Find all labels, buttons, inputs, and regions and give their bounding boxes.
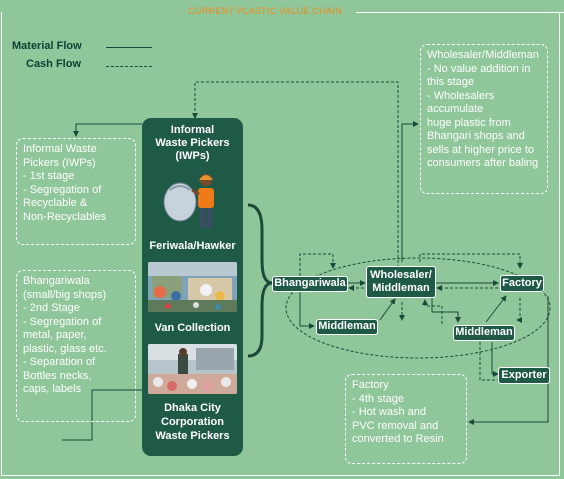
- collection-brace: [247, 203, 273, 358]
- wholesaler-note-line: - No value addition in: [427, 62, 531, 75]
- dhaka-pickers-photo: [148, 344, 237, 394]
- factory-note-line: PVC removal and: [352, 419, 439, 432]
- bhangariwala-note-line: Bhangariwala: [23, 275, 90, 287]
- factory-note-line: - 4th stage: [352, 392, 404, 405]
- node-middleman-1: Middleman: [316, 319, 378, 335]
- van-collection-label: Van Collection: [154, 322, 231, 334]
- bhangariwala-note: Bhangariwala (small/big shops) - 2nd Sta…: [16, 270, 136, 422]
- factory-note-line: converted to Resin: [352, 433, 444, 445]
- waste-picker-icon: [163, 174, 214, 228]
- van-collection-photo: [148, 262, 237, 312]
- iwp-note-line: - Segregation of: [23, 183, 102, 196]
- node-wholesaler-line1: Wholesaler/: [370, 269, 432, 281]
- center-heading-line1: Informal: [170, 124, 215, 136]
- iwp-note-line: Pickers (IWPs): [23, 156, 96, 169]
- bhangariwala-note-line: - Separation of: [23, 356, 96, 368]
- cash-factory-middleman2: [516, 298, 522, 323]
- flow-middleman2-exporter: [491, 342, 499, 377]
- node-middleman-2: Middleman: [453, 325, 515, 341]
- flow-to-wholesaler-note: [401, 121, 419, 262]
- bhangariwala-note-line: - Segregation of: [23, 315, 102, 328]
- middleman-ellipse: [285, 257, 551, 359]
- legend-cash-flow-label: Cash Flow: [26, 58, 82, 70]
- feriwala-label: Feriwala/Hawker: [149, 240, 236, 252]
- node-wholesaler: Wholesaler/ Middleman: [366, 266, 436, 298]
- cash-flow-factory-loop: [419, 253, 523, 269]
- dhaka-label-line2: Corporation: [161, 416, 224, 428]
- node-wholesaler-line2: Middleman: [372, 282, 430, 294]
- bhangariwala-note-line: - 2nd Stage: [23, 302, 80, 314]
- wholesaler-note-line: consumers after baling: [427, 157, 539, 169]
- factory-note-line: - Hot wash and: [352, 406, 426, 418]
- title-rule: [356, 12, 564, 13]
- bhangariwala-note-line: Bottles necks,: [23, 369, 92, 382]
- legend-material-flow-line: [106, 47, 152, 48]
- bhangariwala-note-line: (small/big shops): [23, 288, 107, 301]
- material-flow-to-iwp-note: [73, 123, 142, 137]
- factory-note-line: Factory: [352, 379, 389, 391]
- bhangariwala-note-line: metal, paper,: [23, 329, 87, 341]
- dhaka-label-line1: Dhaka City: [164, 402, 221, 414]
- diagram-frame: [1, 12, 560, 476]
- wholesaler-note-line: Bhangari shops and: [427, 130, 525, 142]
- iwp-note-line: Informal Waste: [23, 143, 97, 155]
- flow-middleman2-factory: [485, 295, 507, 323]
- wholesaler-note-line: - Wholesalers: [427, 89, 495, 102]
- cash-exporter-middleman2: [479, 342, 500, 381]
- material-flow-to-bhangariwala-note: [62, 389, 142, 441]
- iwp-note-line: - 1st stage: [23, 170, 75, 182]
- flow-bhangariwala-middleman: [299, 292, 315, 329]
- node-exporter: Exporter: [498, 367, 550, 384]
- informal-waste-pickers-panel: Informal Waste Pickers (IWPs) Feriwala/H…: [142, 118, 243, 456]
- diagram-title: CURRENT PLASTIC VALUE CHAIN: [188, 6, 342, 16]
- cash-flow-bhangariwala-loop: [299, 253, 336, 276]
- wholesaler-note: Wholesaler/Middleman - No value addition…: [420, 44, 548, 194]
- factory-note: Factory - 4th stage - Hot wash and PVC r…: [345, 374, 467, 464]
- dhaka-label-line3: Waste Pickers: [155, 430, 230, 442]
- iwp-note-line: Recyclable &: [23, 197, 88, 209]
- center-heading-line3: (IWPs): [175, 150, 210, 162]
- node-factory: Factory: [500, 275, 544, 292]
- wholesaler-note-line: huge plastic from: [427, 116, 511, 129]
- legend-material-flow-label: Material Flow: [12, 40, 82, 52]
- wholesaler-note-line: accumulate: [427, 103, 484, 115]
- flow-middleman-wholesaler: [379, 298, 396, 321]
- bhangariwala-note-line: plastic, glass etc.: [23, 342, 107, 355]
- wholesaler-note-line: sells at higher price to: [427, 143, 534, 156]
- node-bhangariwala: Bhangariwala: [272, 276, 348, 292]
- wholesaler-note-line: Wholesaler/Middleman: [427, 49, 539, 61]
- cash-flow-top-loop: [192, 81, 399, 268]
- iwp-note-line: Non-Recyclables: [23, 210, 107, 223]
- wholesaler-note-line: this stage: [427, 76, 475, 88]
- flow-to-factory-note: [468, 296, 549, 425]
- center-heading-line2: Waste Pickers: [155, 137, 230, 149]
- legend-cash-flow-line: [106, 66, 152, 67]
- iwp-note: Informal Waste Pickers (IWPs) - 1st stag…: [16, 138, 136, 245]
- bhangariwala-note-line: caps, labels: [23, 383, 82, 395]
- cash-middleman2-wholesaler: [422, 299, 443, 324]
- flow-wholesaler-middleman2: [431, 296, 461, 323]
